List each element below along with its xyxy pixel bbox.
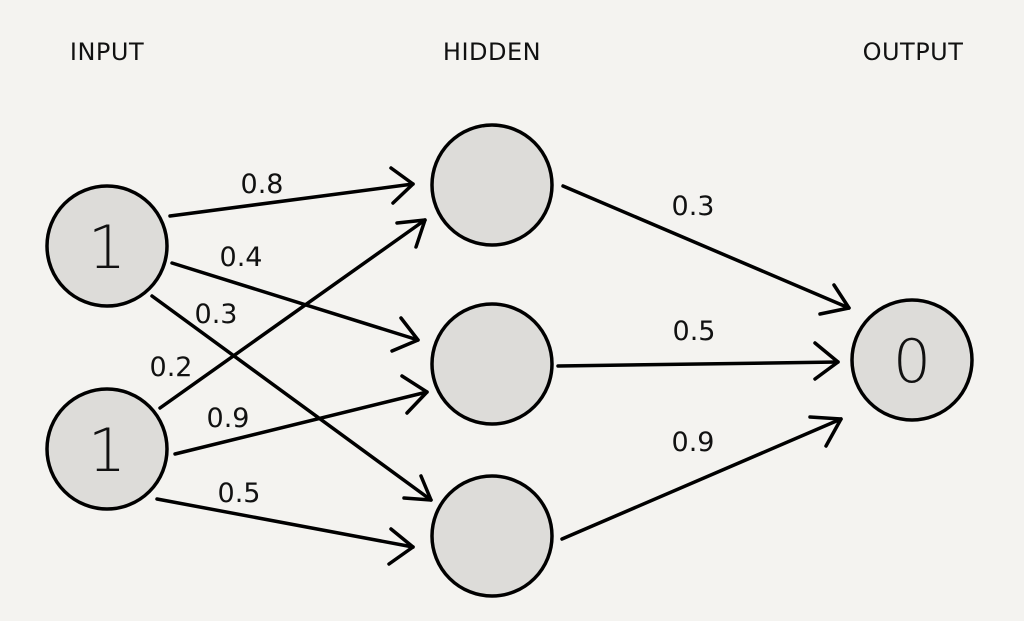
output-layer-title: OUTPUT: [863, 38, 964, 66]
weight-label-in2-h1: 0.2: [150, 352, 193, 383]
weight-label-in2-h3: 0.5: [218, 478, 261, 509]
output-node: 0: [850, 298, 974, 422]
edge-in2-h1: [158, 218, 427, 410]
weight-label-in2-h2: 0.9: [207, 403, 250, 434]
weight-label-h3-out: 0.9: [672, 427, 715, 458]
hidden-node-2: [430, 302, 554, 426]
input-node-1: 1: [45, 184, 169, 308]
edge-h2-out: [556, 341, 840, 381]
input-node-2-value: 1: [88, 416, 126, 486]
edge-in1-h3: [150, 294, 433, 502]
weight-label-in1-h3: 0.3: [195, 299, 238, 330]
weight-label-h2-out: 0.5: [673, 316, 716, 347]
weight-label-h1-out: 0.3: [672, 191, 715, 222]
input-node-1-value: 1: [88, 213, 126, 283]
edge-in2-h2: [173, 374, 429, 456]
hidden-node-1: [430, 123, 554, 247]
edge-in2-h3: [155, 497, 415, 566]
edge-h1-out: [561, 184, 851, 316]
edge-h3-out: [560, 415, 843, 541]
edge-in1-h1: [168, 166, 415, 218]
weight-label-in1-h1: 0.8: [241, 169, 284, 200]
weight-label-in1-h2: 0.4: [220, 242, 263, 273]
input-layer-title: INPUT: [70, 38, 144, 66]
edge-in1-h2: [170, 261, 420, 353]
hidden-layer-title: HIDDEN: [443, 38, 541, 66]
input-node-2: 1: [45, 387, 169, 511]
output-node-value: 0: [893, 327, 931, 397]
hidden-node-3: [430, 474, 554, 598]
